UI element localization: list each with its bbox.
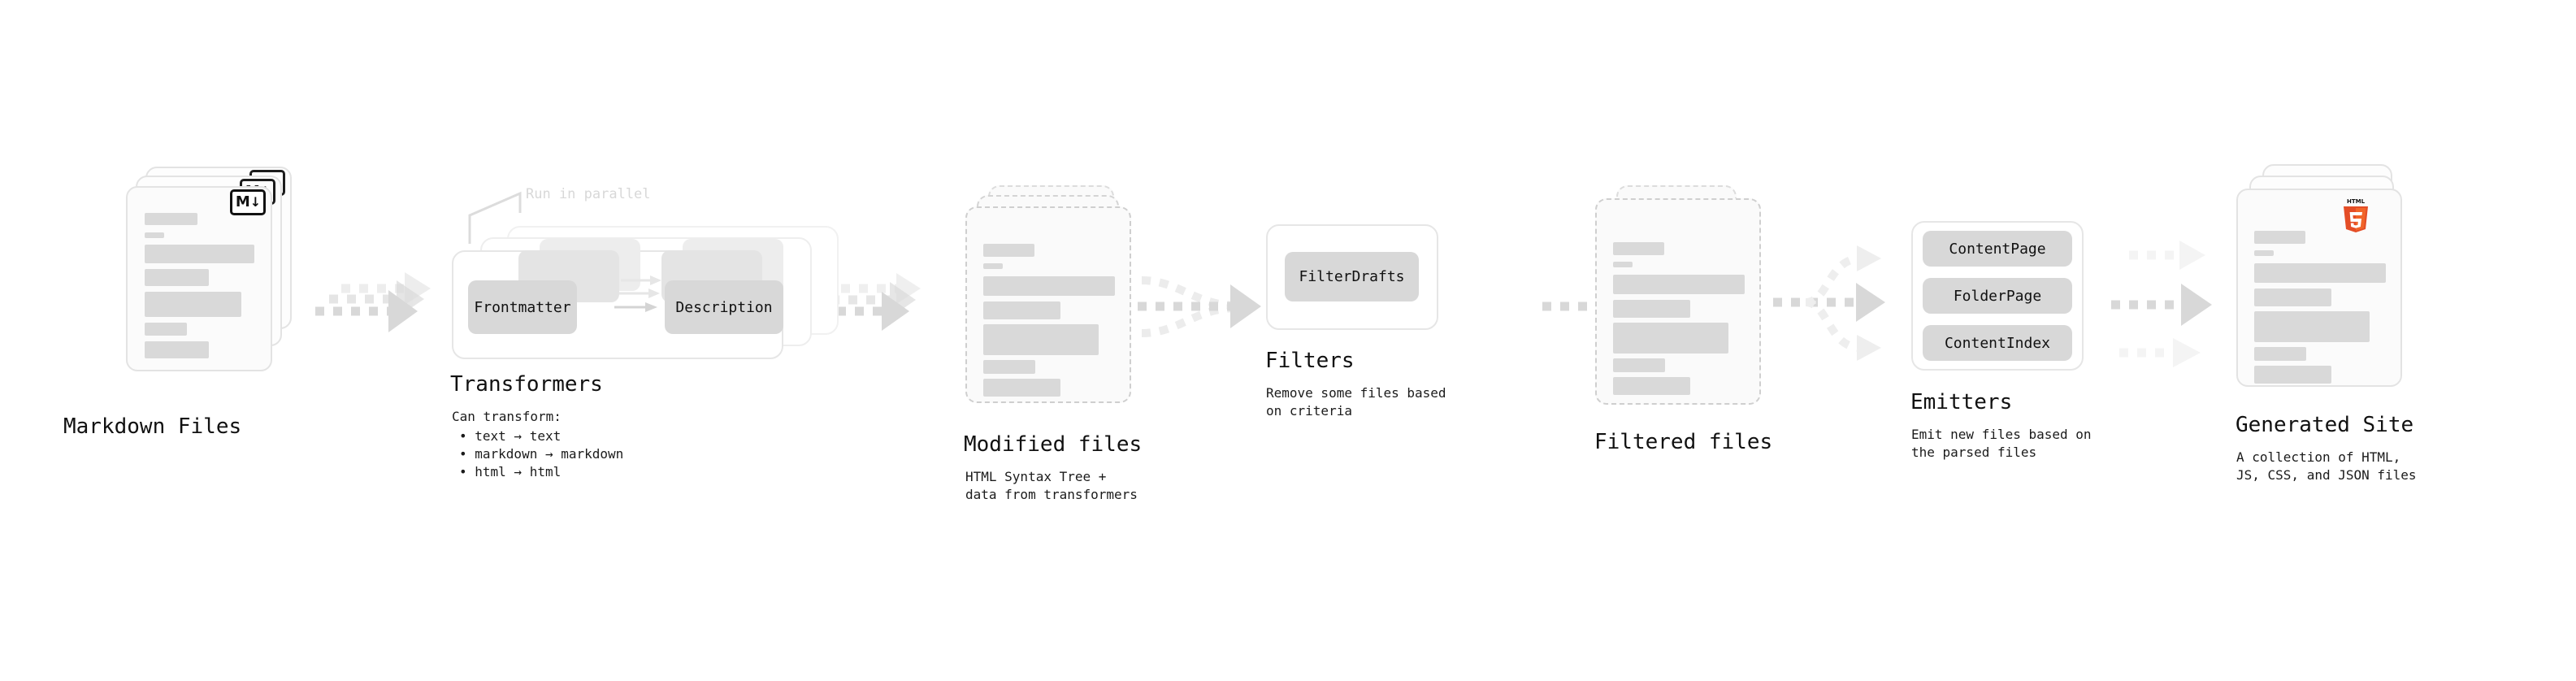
content-bar (983, 301, 1060, 319)
content-bar (1613, 242, 1664, 255)
content-bar (983, 324, 1099, 355)
content-bar (983, 263, 1003, 269)
content-bar (1613, 262, 1633, 267)
content-bar (2254, 250, 2274, 256)
connector-filtered-to-emitters (1773, 245, 1885, 361)
filter-chip-filterdrafts[interactable]: FilterDrafts (1285, 252, 1419, 301)
content-bar (2254, 288, 2331, 306)
content-bar (2254, 366, 2331, 384)
content-bar (145, 213, 197, 225)
content-bar (145, 269, 209, 286)
stage-title-filtered-files: Filtered files (1594, 430, 1773, 454)
html5-icon-svg: HTML (2344, 198, 2368, 232)
modified-file-stack (965, 185, 1140, 429)
content-bar (145, 245, 254, 263)
markdown-card-front (126, 186, 272, 371)
transformer-chip-description[interactable]: Description (665, 280, 783, 334)
connector-markdown-to-transformers (315, 272, 431, 332)
stage-desc-modified-files: HTML Syntax Tree + data from transformer… (965, 469, 1138, 502)
content-bar (145, 341, 209, 358)
connector-emitters-to-site (2111, 241, 2212, 367)
emitter-chip-label: ContentPage (1949, 240, 2046, 258)
emitter-chip-folderpage[interactable]: FolderPage (1923, 278, 2072, 314)
stage-title-filters: Filters (1265, 349, 1355, 373)
stage-title-generated-site: Generated Site (2236, 413, 2414, 437)
bullet-item: • text → text (459, 428, 562, 444)
stage-desc-transformers: Can transform: (452, 409, 562, 424)
transformer-chip-label: Description (675, 298, 773, 316)
stage-title-emitters: Emitters (1910, 390, 2013, 414)
markdown-badge-arrow: ↓ (249, 194, 261, 210)
emitter-chip-label: ContentIndex (1944, 334, 2051, 352)
stage-generated-site: CSS HTML (2236, 164, 2417, 483)
filtered-card-content (1597, 200, 1759, 403)
markdown-icon: M↓ (230, 189, 266, 215)
transformers-bullet-list: • text → text • markdown → markdown • ht… (459, 427, 623, 481)
stage-desc-emitters: Emit new files based on the parsed files (1911, 427, 2092, 460)
content-bar (983, 379, 1060, 397)
content-bar (2254, 263, 2386, 283)
stage-title-modified-files: Modified files (964, 432, 1143, 457)
transformer-chip-label: Frontmatter (474, 298, 571, 316)
filtered-card-front (1595, 198, 1761, 405)
markdown-badge-letter: M (235, 193, 250, 210)
bullet-item: • markdown → markdown (459, 446, 624, 462)
html5-icon: HTML (2340, 197, 2371, 232)
modified-card-front (965, 206, 1131, 403)
content-bar (983, 244, 1034, 257)
content-bar (145, 323, 187, 336)
connector-modified-to-filters (1138, 276, 1261, 337)
filter-chip-label: FilterDrafts (1299, 268, 1405, 285)
markdown-file-stack: M↓ M↓ M↓ (126, 167, 297, 410)
stage-filtered-files: Filtered files (1594, 185, 1772, 454)
filtered-file-stack (1595, 185, 1770, 429)
stage-modified-files: Modified files HTML Syntax Tree + data f… (964, 185, 1142, 502)
content-bar (1613, 358, 1665, 372)
emitter-chip-contentindex[interactable]: ContentIndex (1923, 325, 2072, 361)
emitter-chip-label: FolderPage (1953, 287, 2042, 305)
generated-card-front (2236, 189, 2402, 387)
markdown-card-content (128, 188, 271, 370)
content-bar (2254, 347, 2306, 361)
content-bar (1613, 275, 1745, 294)
html5-icon-wordmark: HTML (2347, 198, 2366, 205)
modified-card-content (967, 208, 1130, 401)
transformer-chip-frontmatter[interactable]: Frontmatter (468, 280, 577, 334)
stage-desc-generated-site: A collection of HTML, JS, CSS, and JSON … (2236, 449, 2417, 483)
run-in-parallel-label: Run in parallel (526, 186, 651, 202)
content-bar (1613, 300, 1690, 318)
content-bar (2254, 231, 2305, 244)
emitter-chip-contentpage[interactable]: ContentPage (1923, 231, 2072, 267)
content-bar (983, 360, 1035, 374)
generated-site-stack: CSS HTML (2236, 164, 2411, 408)
content-bar (983, 276, 1115, 296)
content-bar (2254, 311, 2370, 342)
transformer-inner-arrows (614, 275, 661, 312)
stage-desc-filters: Remove some files based on criteria (1266, 385, 1446, 419)
bullet-item: • html → html (459, 464, 562, 479)
content-bar (145, 232, 164, 238)
content-bar (1613, 377, 1690, 395)
content-bar (145, 292, 241, 317)
stage-title-transformers: Transformers (450, 372, 603, 397)
stage-markdown-files: M↓ M↓ M↓ Markdown Fil (63, 167, 297, 439)
stage-title-markdown-files: Markdown Files (63, 414, 242, 439)
generated-card-content (2238, 190, 2400, 385)
content-bar (1613, 323, 1728, 354)
